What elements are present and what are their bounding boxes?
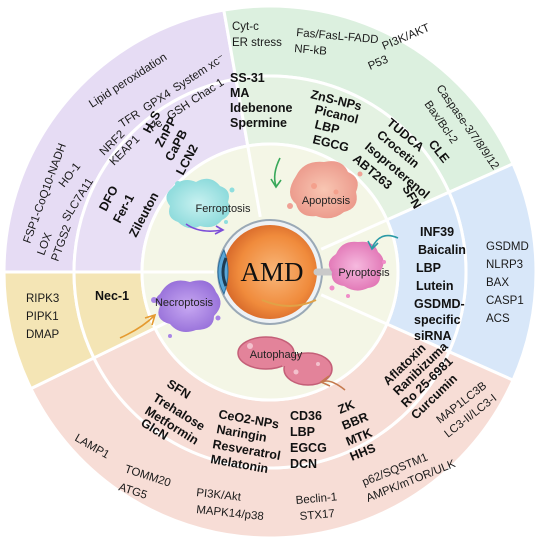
pyroptosis-drugs: INF39 Baicalin LBP Lutein GSDMD- specifi… <box>414 225 466 343</box>
target: Beclin-1 <box>295 491 337 507</box>
drug: siRNA <box>414 329 452 343</box>
autophagy-label: Autophagy <box>250 349 303 361</box>
target: RIPK3 <box>26 293 59 305</box>
ferroptosis-arrowhead <box>214 225 225 235</box>
drug: INF39 <box>420 225 454 239</box>
drug: EGCG <box>290 441 327 455</box>
drug: CD36 <box>290 409 322 423</box>
pyroptosis-label: Pyroptosis <box>338 267 390 279</box>
apoptosis-cell-icon <box>287 161 363 219</box>
apoptosis-arrow <box>273 157 281 187</box>
drug: specific <box>414 313 461 327</box>
sector-divider <box>320 293 388 326</box>
pyroptosis-cell-icon <box>328 241 386 298</box>
drug: Baicalin <box>418 243 466 257</box>
pyroptosis-arrowhead <box>367 240 379 251</box>
target: DMAP <box>26 329 60 341</box>
drug: Nec-1 <box>95 289 129 303</box>
pyroptosis-arrow <box>371 234 399 249</box>
outer-target-ring <box>2 4 538 540</box>
target: CASP1 <box>486 295 524 307</box>
necroptosis-drugs: Nec-1 <box>95 289 129 303</box>
drug: Lutein <box>416 279 454 293</box>
drug: Spermine <box>230 116 287 130</box>
target: NLRP3 <box>486 259 523 271</box>
necroptosis-cell-icon <box>151 280 221 338</box>
center-label: AMD <box>240 257 303 287</box>
middle-drug-ring <box>72 74 468 470</box>
target: GSDMD <box>486 241 529 253</box>
ferroptosis-cell-icon <box>166 178 235 229</box>
drug: LBP <box>290 425 315 439</box>
ferroptosis-label: Ferroptosis <box>195 203 251 215</box>
arrows <box>119 157 399 391</box>
apoptosis-label: Apoptosis <box>302 195 351 207</box>
pyroptosis-targets: GSDMD NLRP3 BAX CASP1 ACS <box>486 241 529 325</box>
target: STX17 <box>299 508 335 523</box>
target: NF-kB <box>294 43 328 58</box>
drug: SS-31 <box>230 71 265 85</box>
necroptosis-arrow <box>119 315 155 339</box>
drug: GSDMD- <box>414 297 465 311</box>
ferroptosis-arrow <box>185 223 223 232</box>
target: PI3K/Akt <box>196 487 243 504</box>
autophagy-cell-icon <box>237 336 333 386</box>
apoptosis-arrowhead <box>270 178 282 189</box>
drug: MA <box>230 86 249 100</box>
autophagy-arrow <box>321 380 346 391</box>
necroptosis-arrowhead <box>144 313 157 326</box>
drug: Idebenone <box>230 101 293 115</box>
drug: LBP <box>416 261 441 275</box>
sector-divider <box>320 218 388 251</box>
eye-illustration: AMD <box>217 219 344 325</box>
target: ACS <box>486 313 510 325</box>
drug: ZK <box>336 398 357 417</box>
necroptosis-targets: RIPK3 PIPK1 DMAP <box>26 293 60 341</box>
target: ER stress <box>232 37 282 49</box>
target: BAX <box>486 277 509 289</box>
drug: LBP <box>313 117 341 137</box>
drug: DCN <box>290 457 317 471</box>
target: PIPK1 <box>26 311 59 323</box>
target: Cyt-c <box>232 21 259 33</box>
autophagy-arrowhead <box>319 375 331 387</box>
necroptosis-label: Necroptosis <box>155 297 214 309</box>
sector-divider <box>246 145 262 218</box>
